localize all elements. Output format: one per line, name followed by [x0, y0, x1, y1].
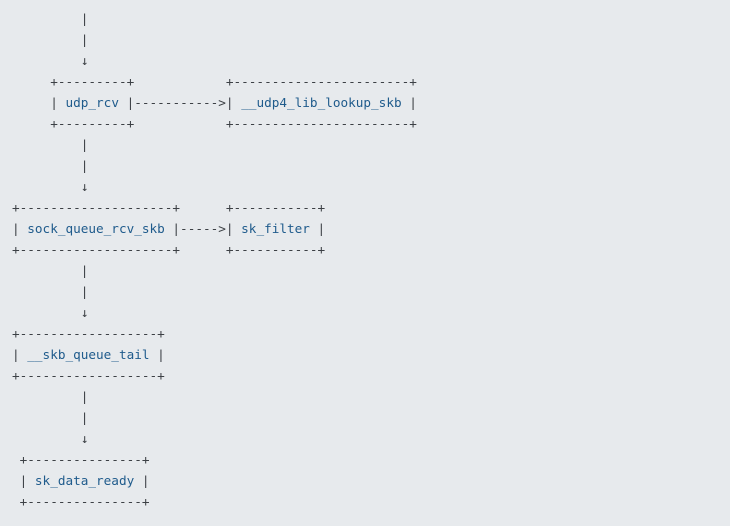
ascii-art-text: | — [12, 284, 89, 299]
diagram-line: +------------------+ — [12, 368, 165, 383]
ascii-art-text: +------------------+ — [12, 326, 165, 341]
ascii-art-text: +------------------+ — [12, 368, 165, 383]
function-name: sock_queue_rcv_skb — [27, 221, 165, 236]
ascii-art-text: +---------------+ — [12, 494, 150, 509]
ascii-art-text: |----------->| — [118, 95, 242, 110]
diagram-line: | — [12, 389, 89, 404]
ascii-art-text: ↓ — [12, 305, 89, 320]
ascii-art-text: | — [149, 347, 165, 362]
diagram-line: +---------+ +-----------------------+ — [12, 116, 417, 131]
ascii-art-text: | — [12, 410, 89, 425]
diagram-line: +---------+ +-----------------------+ — [12, 74, 417, 89]
diagram-line: | — [12, 263, 89, 278]
diagram-line: | — [12, 32, 89, 47]
ascii-art-text: | — [12, 389, 89, 404]
diagram-line: | sk_data_ready | — [12, 473, 150, 488]
diagram-line: ↓ — [12, 179, 89, 194]
ascii-art-text: ↓ — [12, 53, 89, 68]
diagram-line: +--------------------+ +-----------+ — [12, 242, 325, 257]
ascii-art-text: | — [12, 263, 89, 278]
function-name: sk_data_ready — [34, 473, 135, 488]
diagram-line: | sock_queue_rcv_skb |----->| sk_filter … — [12, 221, 325, 236]
function-name: __udp4_lib_lookup_skb — [241, 95, 402, 110]
ascii-art-text: | — [12, 221, 28, 236]
ascii-art-text: | — [12, 32, 89, 47]
ascii-art-text: | — [12, 158, 89, 173]
function-name: __skb_queue_tail — [27, 347, 150, 362]
diagram-line: +--------------------+ +-----------+ — [12, 200, 325, 215]
function-name: udp_rcv — [65, 95, 119, 110]
ascii-art-text: |----->| — [164, 221, 242, 236]
diagram-line: +------------------+ — [12, 326, 165, 341]
ascii-art-text: +---------------+ — [12, 452, 150, 467]
ascii-art-text: | — [12, 347, 28, 362]
diagram-line: ↓ — [12, 431, 89, 446]
ascii-art-text: ↓ — [12, 179, 89, 194]
ascii-art-text: | — [12, 11, 89, 26]
diagram-line: | — [12, 158, 89, 173]
ascii-art-text: +--------------------+ +-----------+ — [12, 242, 326, 257]
diagram-line: | — [12, 284, 89, 299]
diagram-line: | — [12, 137, 89, 152]
ascii-flow-diagram: | | ↓ +---------+ +---------------------… — [12, 8, 720, 512]
diagram-line: | — [12, 11, 89, 26]
ascii-art-text: +--------------------+ +-----------+ — [12, 200, 326, 215]
ascii-art-text: | — [12, 473, 35, 488]
diagram-line: | __skb_queue_tail | — [12, 347, 165, 362]
diagram-line: | — [12, 410, 89, 425]
ascii-art-text: ↓ — [12, 431, 89, 446]
diagram-line: +---------------+ — [12, 452, 150, 467]
diagram-line: +---------------+ — [12, 494, 150, 509]
ascii-art-text: +---------+ +-----------------------+ — [12, 116, 417, 131]
ascii-art-text: | — [134, 473, 150, 488]
ascii-art-text: | — [12, 137, 89, 152]
ascii-art-text: | — [401, 95, 417, 110]
ascii-art-text: +---------+ +-----------------------+ — [12, 74, 417, 89]
function-name: sk_filter — [241, 221, 310, 236]
ascii-art-text: | — [12, 95, 66, 110]
diagram-line: ↓ — [12, 53, 89, 68]
diagram-line: ↓ — [12, 305, 89, 320]
diagram-line: | udp_rcv |----------->| __udp4_lib_look… — [12, 95, 417, 110]
ascii-art-text: | — [309, 221, 326, 236]
